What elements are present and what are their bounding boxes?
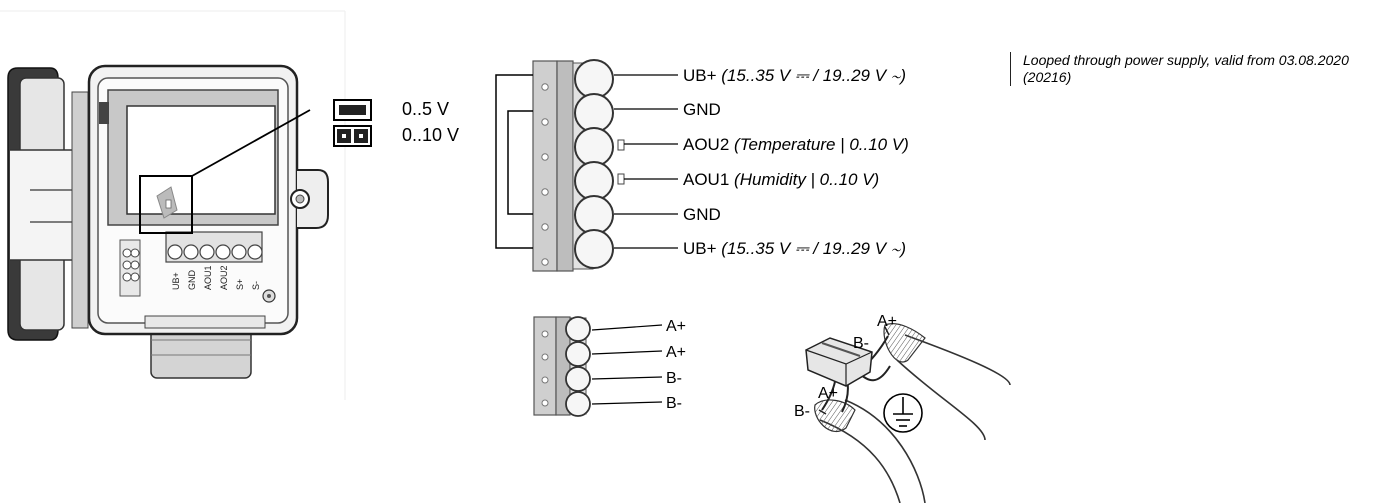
- terminal-label-aou1: AOU1 (Humidity | 0..10 V): [683, 170, 879, 189]
- pcb-terminal-labels: UB+ GND AOU1 AOU2 S+ S-: [171, 265, 261, 290]
- jumper-10v-icon: [333, 125, 372, 147]
- pcb-label: AOU2: [219, 265, 229, 290]
- power-terminal-labels: UB+ (15..35 V ⎓ / 19..29 V ∼) GND AOU2 (…: [683, 66, 909, 258]
- pcb-label: GND: [187, 270, 197, 291]
- pcb-label: AOU1: [203, 265, 213, 290]
- pcb-label: S+: [235, 279, 245, 290]
- bus-terminal-block: [533, 316, 591, 417]
- power-leader-lines: [614, 74, 678, 249]
- bus-leader-lines: [591, 324, 663, 405]
- bus-label-a-plus: A+: [666, 318, 686, 335]
- terminal-label-ub-plus: UB+ (15..35 V ⎓ / 19..29 V ∼): [683, 239, 906, 258]
- cable-wiring-labels: B- A+ A+ B-: [794, 313, 897, 420]
- jumper-5v-icon: [333, 99, 372, 121]
- bus-terminal-labels: A+ A+ B- B-: [666, 318, 686, 412]
- cable-label-b-minus: B-: [794, 403, 810, 420]
- pcb-label: UB+: [171, 272, 181, 290]
- terminal-label-gnd: GND: [683, 100, 721, 119]
- bus-label-a-plus: A+: [666, 344, 686, 361]
- jumper-callout: [139, 109, 311, 234]
- terminal-label-aou2: AOU2 (Temperature | 0..10 V): [683, 135, 909, 154]
- jumper-label-5v: 0..5 V: [402, 99, 450, 119]
- cable-label-a-plus: A+: [818, 385, 838, 402]
- looped-supply-note: Looped through power supply, valid from …: [1010, 52, 1380, 86]
- cable-label-a-plus: A+: [877, 313, 897, 330]
- device-housing: [0, 10, 346, 400]
- terminal-label-gnd: GND: [683, 205, 721, 224]
- loop-brackets: [495, 74, 533, 249]
- cable-wiring-illustration: [805, 323, 1011, 503]
- cable-label-b-minus: B-: [853, 335, 869, 352]
- bus-label-b-minus: B-: [666, 370, 682, 387]
- pcb-label: S-: [251, 281, 261, 290]
- jumper-label-10v: 0..10 V: [402, 125, 460, 145]
- power-terminal-block: [532, 59, 625, 272]
- bus-label-b-minus: B-: [666, 395, 682, 412]
- note-text: Looped through power supply, valid from …: [1023, 52, 1349, 85]
- terminal-label-ub-plus: UB+ (15..35 V ⎓ / 19..29 V ∼): [683, 66, 906, 85]
